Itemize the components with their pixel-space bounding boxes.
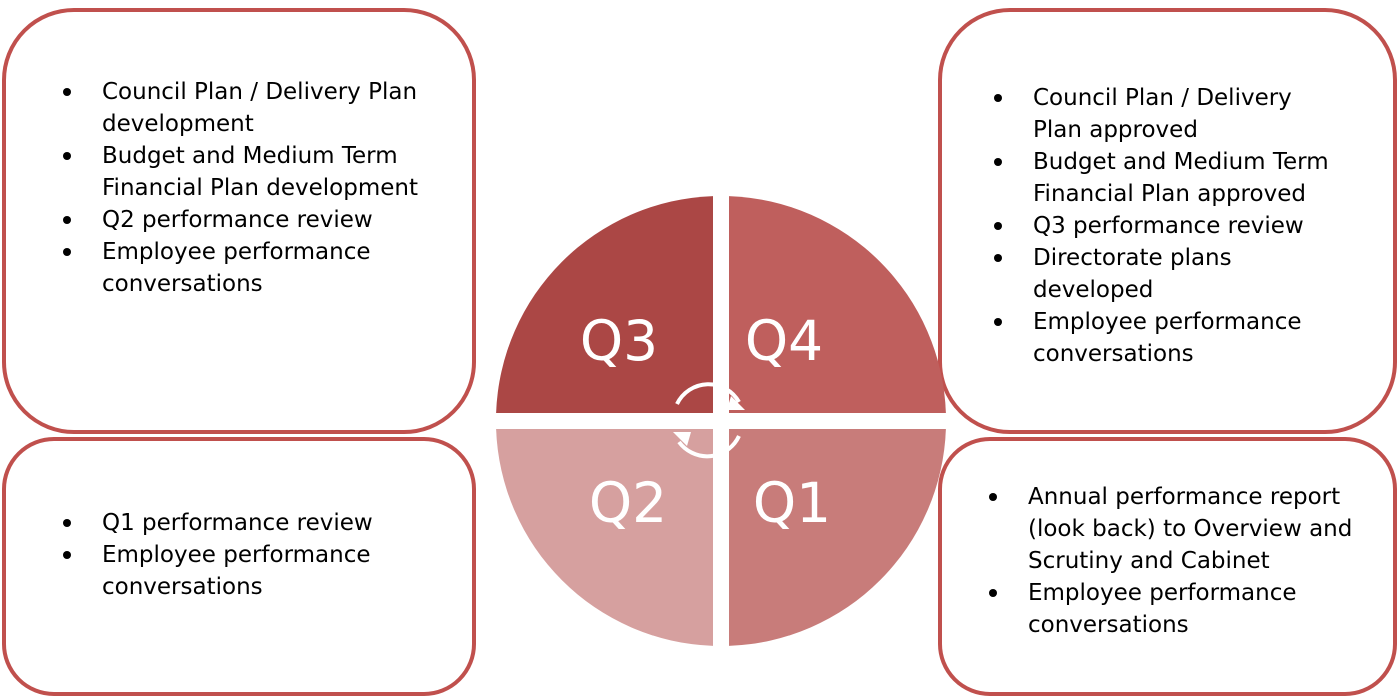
- q1-segment: [729, 429, 946, 646]
- q1-label: Q1: [753, 471, 831, 535]
- q1-activities-box: Annual performance report (look back) to…: [938, 437, 1397, 696]
- q2-activities-list: Q1 performance review Employee performan…: [63, 507, 472, 603]
- q4-label: Q4: [745, 309, 823, 373]
- list-item: Employee performance conversations: [63, 539, 472, 603]
- list-item: Directorate plans developed: [994, 242, 1333, 306]
- list-item: Budget and Medium Term Financial Plan ap…: [994, 146, 1333, 210]
- q4-activities-list: Council Plan / Delivery Plan approved Bu…: [994, 82, 1333, 370]
- list-item: Annual performance report (look back) to…: [989, 481, 1388, 577]
- lower-cycle-arrow: [677, 435, 741, 459]
- q2-activities-box: Q1 performance review Employee performan…: [2, 437, 476, 696]
- list-item: Q1 performance review: [63, 507, 472, 539]
- list-item: Q3 performance review: [994, 210, 1333, 242]
- q3-activities-box: Council Plan / Delivery Plan development…: [2, 8, 476, 434]
- lower-arrowhead: [673, 432, 691, 446]
- refresh-cycle-icon: [673, 382, 745, 459]
- list-item: Council Plan / Delivery Plan development: [63, 76, 472, 140]
- list-item: Employee performance conversations: [63, 236, 472, 300]
- list-item: Employee performance conversations: [989, 577, 1388, 641]
- q2-label: Q2: [589, 471, 667, 535]
- q3-activities-list: Council Plan / Delivery Plan development…: [63, 76, 472, 300]
- q4-segment: [729, 196, 946, 413]
- q4-activities-box: Council Plan / Delivery Plan approved Bu…: [938, 8, 1397, 434]
- upper-cycle-arrow: [675, 382, 741, 405]
- q3-label: Q3: [580, 309, 658, 373]
- upper-arrowhead: [727, 396, 745, 410]
- q3-segment: [496, 196, 713, 413]
- q2-segment: [496, 429, 713, 646]
- q1-activities-list: Annual performance report (look back) to…: [989, 481, 1388, 641]
- quarter-cycle-diagram: Q3 Q4 Q2 Q1: [496, 196, 946, 646]
- list-item: Q2 performance review: [63, 204, 472, 236]
- list-item: Council Plan / Delivery Plan approved: [994, 82, 1333, 146]
- list-item: Budget and Medium Term Financial Plan de…: [63, 140, 472, 204]
- list-item: Employee performance conversations: [994, 306, 1333, 370]
